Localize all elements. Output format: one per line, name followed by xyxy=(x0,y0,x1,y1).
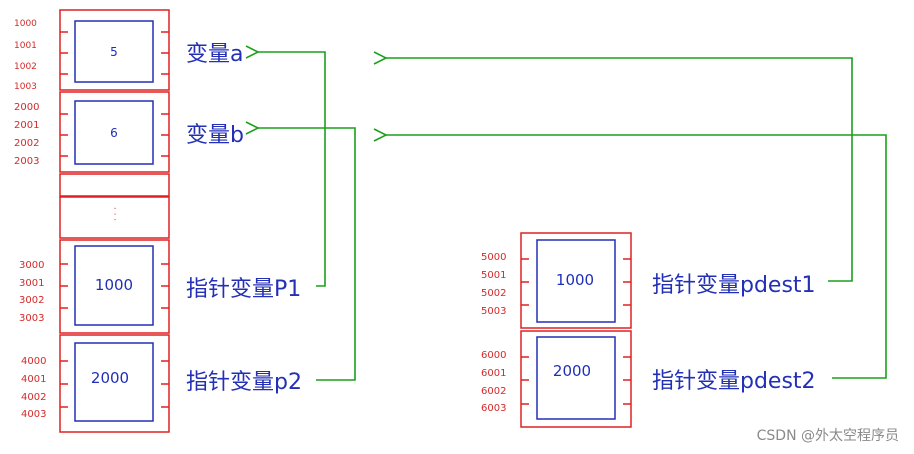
label-var-a: 变量a xyxy=(186,42,243,67)
address-label: 6001 xyxy=(481,368,506,379)
right-memory-column: 1000 2000 5000 5001 5002 5003 6000 6001 … xyxy=(481,232,632,428)
address-label: 5002 xyxy=(481,288,506,299)
value-box-pdest1 xyxy=(536,239,616,323)
arrow-pdest1-to-p1 xyxy=(386,58,853,282)
address-label: 4003 xyxy=(21,409,46,420)
address-label: 2002 xyxy=(14,138,39,149)
arrow-p1-to-a xyxy=(258,52,326,287)
ticks-p1 xyxy=(60,263,169,309)
address-label: 1003 xyxy=(14,82,37,92)
ticks-p2 xyxy=(60,360,169,408)
address-label: 3003 xyxy=(19,313,44,324)
value-p2: 2000 xyxy=(91,369,129,387)
address-label: 1002 xyxy=(14,62,37,72)
label-var-b: 变量b xyxy=(186,123,244,148)
address-label: 6002 xyxy=(481,386,506,397)
memory-cell-pdest2 xyxy=(520,330,632,428)
value-p1: 1000 xyxy=(95,276,133,294)
address-label: 3002 xyxy=(19,295,44,306)
memory-cell-b xyxy=(59,91,170,173)
label-ptr-p2: 指针变量p2 xyxy=(186,370,302,395)
value-pdest1: 1000 xyxy=(556,271,594,289)
ellipsis-dots: · · · xyxy=(109,207,119,221)
address-label: 4000 xyxy=(21,356,46,367)
watermark: CSDN @外太空程序员 xyxy=(757,428,899,444)
value-box-b xyxy=(74,100,154,165)
address-label: 5001 xyxy=(481,270,506,281)
address-label: 2000 xyxy=(14,102,39,113)
ticks-pdest2 xyxy=(521,356,631,405)
address-label: 1001 xyxy=(14,41,37,51)
value-box-p1 xyxy=(74,245,154,326)
arrow-pdest2-to-p2 xyxy=(386,135,887,379)
value-box-p2 xyxy=(74,342,154,422)
value-pdest2: 2000 xyxy=(553,362,591,380)
address-label: 2001 xyxy=(14,120,39,131)
value-b: 6 xyxy=(110,126,118,140)
address-label: 1000 xyxy=(14,19,37,29)
value-box-a xyxy=(74,20,154,83)
memory-gap-cell xyxy=(59,173,170,197)
address-label: 5000 xyxy=(481,252,506,263)
value-a: 5 xyxy=(110,45,118,59)
memory-cell-a xyxy=(59,9,170,91)
ticks-b xyxy=(60,113,169,157)
memory-ellipsis-cell xyxy=(59,196,170,239)
label-ptr-pdest1: 指针变量pdest1 xyxy=(652,273,816,298)
address-label: 2003 xyxy=(14,156,39,167)
arrow-p2-to-b xyxy=(258,128,356,381)
address-label: 3000 xyxy=(19,260,44,271)
pointer-arrows xyxy=(258,52,887,381)
left-memory-column: 5 6 1000 2000 · · · 1000 1001 1002 1003 … xyxy=(14,9,170,433)
value-box-pdest2 xyxy=(536,336,616,420)
ticks-pdest1 xyxy=(521,258,631,306)
label-ptr-pdest2: 指针变量pdest2 xyxy=(652,369,816,394)
ticks-a xyxy=(60,31,169,75)
memory-cell-pdest1 xyxy=(520,232,632,329)
address-label: 6000 xyxy=(481,350,506,361)
label-ptr-p1: 指针变量P1 xyxy=(186,277,301,302)
address-label: 3001 xyxy=(19,278,44,289)
address-label: 4001 xyxy=(21,374,46,385)
address-label: 4002 xyxy=(21,392,46,403)
address-label: 5003 xyxy=(481,306,506,317)
address-label: 6003 xyxy=(481,403,506,414)
